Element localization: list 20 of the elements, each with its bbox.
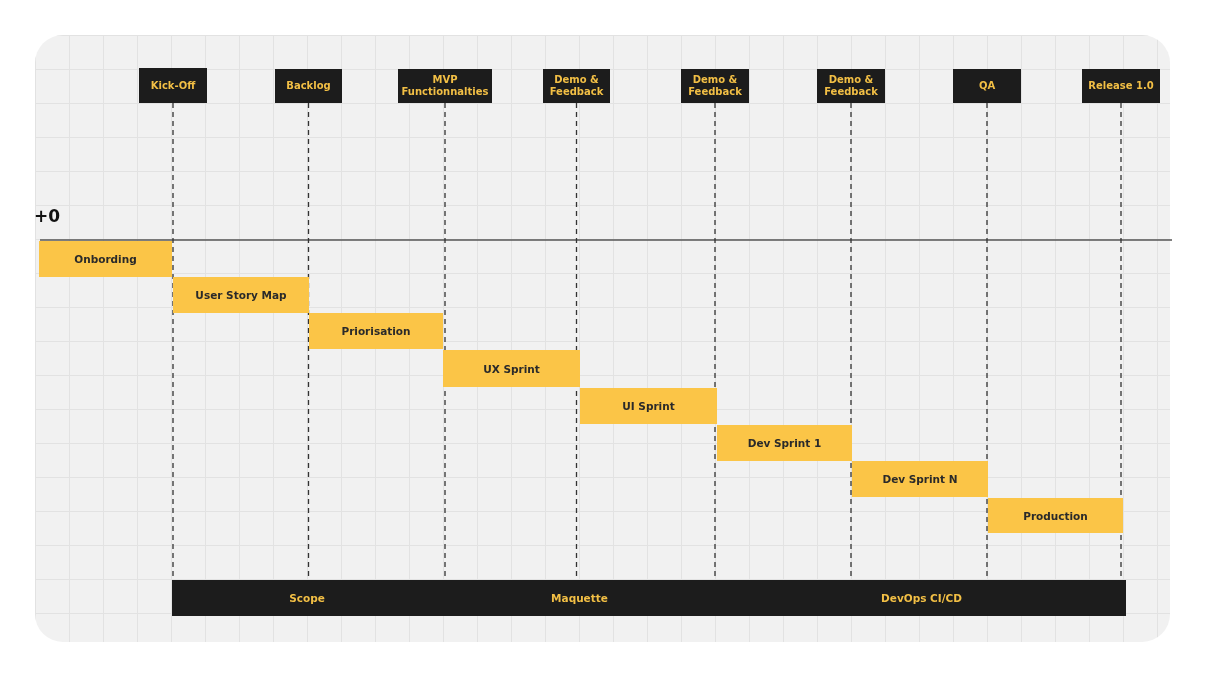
phase-bar: DevOps CI/CD <box>717 580 1126 616</box>
task-bar: User Story Map <box>173 277 309 313</box>
phase-bar: Maquette <box>442 580 717 616</box>
milestone-box: QA <box>953 69 1021 103</box>
milestone-box: Release 1.0 <box>1082 69 1160 103</box>
task-bar: Priorisation <box>309 313 443 349</box>
phase-bar: Scope <box>172 580 442 616</box>
task-bar: UX Sprint <box>443 350 580 387</box>
milestone-box: Demo & Feedback <box>543 69 610 103</box>
milestone-box: Demo & Feedback <box>817 69 885 103</box>
milestone-box: MVP Functionnalties <box>398 69 492 103</box>
milestone-box: Demo & Feedback <box>681 69 749 103</box>
task-bar: Production <box>988 498 1123 533</box>
milestone-box: Kick-Off <box>139 68 207 103</box>
task-bar: Dev Sprint N <box>852 461 988 497</box>
task-bar: Dev Sprint 1 <box>717 425 852 461</box>
task-bar: UI Sprint <box>580 388 717 424</box>
milestone-box: Backlog <box>275 69 342 103</box>
task-bar: Onbording <box>39 241 172 277</box>
time-origin-label: +0 <box>34 206 61 226</box>
